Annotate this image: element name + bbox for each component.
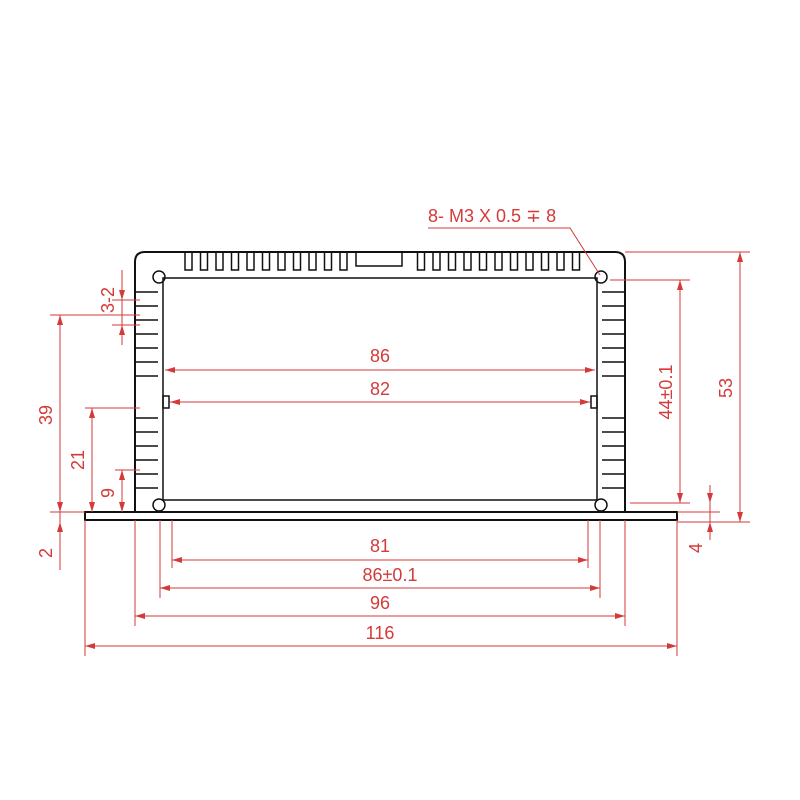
top-fin	[199, 252, 209, 271]
arrowhead	[677, 280, 683, 290]
arrowhead	[677, 493, 683, 503]
arrowhead	[57, 522, 63, 532]
dimension-labels: 8- M3 X 0.5 ∓ 8 86 82 44±0.1 53 4 39 21 …	[36, 206, 736, 643]
top-fin	[416, 252, 426, 271]
arrowhead	[707, 522, 713, 532]
arrowhead	[160, 585, 170, 591]
screw-boss-top-right	[594, 270, 608, 284]
label-82: 82	[370, 379, 390, 399]
right-fins	[602, 291, 625, 489]
top-center-groove	[355, 251, 403, 267]
notch-left	[162, 395, 170, 409]
arrowhead	[615, 613, 625, 619]
arrowhead	[119, 325, 125, 335]
top-fin	[215, 252, 224, 271]
notch-right	[590, 395, 598, 409]
arrowhead	[57, 315, 63, 325]
top-fin	[184, 252, 193, 271]
label-9: 9	[98, 488, 118, 498]
left-fins	[135, 291, 158, 489]
top-fin	[494, 252, 503, 271]
top-fin	[308, 252, 317, 271]
arrowhead	[119, 290, 125, 300]
screw-boss-bottom-right	[594, 498, 608, 512]
label-53: 53	[716, 378, 736, 398]
arrowhead	[135, 613, 145, 619]
top-fin	[230, 252, 240, 271]
arrowhead	[89, 502, 95, 512]
arrowhead	[170, 399, 180, 405]
top-fins	[184, 251, 581, 271]
arrowhead	[585, 367, 595, 373]
extrusion-profile	[84, 251, 678, 521]
thread-leader	[428, 227, 601, 276]
label-21: 21	[68, 450, 88, 470]
label-116: 116	[366, 623, 395, 643]
label-96: 96	[370, 593, 390, 613]
screw-boss-bottom-left	[152, 498, 166, 512]
top-fin	[525, 252, 534, 271]
top-fin	[261, 252, 271, 271]
label-86-tol: 86±0.1	[363, 565, 418, 585]
label-2: 2	[36, 548, 56, 558]
arrowhead	[580, 399, 590, 405]
screw-boss-top-left	[152, 270, 166, 284]
label-3-2: 3-2	[98, 287, 118, 313]
top-fin	[447, 252, 457, 271]
top-fin	[292, 252, 302, 271]
label-4: 4	[686, 543, 706, 553]
arrowhead	[172, 557, 182, 563]
top-fin	[339, 252, 348, 271]
arrowhead	[119, 502, 125, 512]
top-fin	[463, 252, 472, 271]
top-fin	[556, 252, 565, 271]
base-plate	[84, 511, 678, 521]
arrowhead	[590, 585, 600, 591]
arrowheads	[57, 252, 743, 649]
top-fin	[277, 252, 286, 271]
arrowhead	[165, 367, 175, 373]
top-fin	[478, 252, 488, 271]
label-81: 81	[370, 536, 390, 556]
label-44: 44±0.1	[656, 365, 676, 420]
thread-note: 8- M3 X 0.5 ∓ 8	[428, 206, 556, 226]
label-39: 39	[36, 405, 56, 425]
top-fin	[571, 252, 581, 271]
inner-cavity	[162, 277, 598, 501]
top-fin	[432, 252, 441, 271]
arrowhead	[578, 557, 588, 563]
arrowhead	[119, 470, 125, 480]
arrowhead	[707, 493, 713, 503]
arrowhead	[89, 408, 95, 418]
arrowhead	[57, 502, 63, 512]
arrowhead	[85, 643, 95, 649]
dimension-lines	[50, 227, 750, 656]
top-fin	[246, 252, 255, 271]
arrowhead	[737, 512, 743, 522]
top-fin	[540, 252, 550, 271]
top-fin	[509, 252, 519, 271]
arrowhead	[737, 252, 743, 262]
arrowhead	[667, 643, 677, 649]
top-fin	[323, 252, 333, 271]
label-86-top: 86	[370, 346, 390, 366]
